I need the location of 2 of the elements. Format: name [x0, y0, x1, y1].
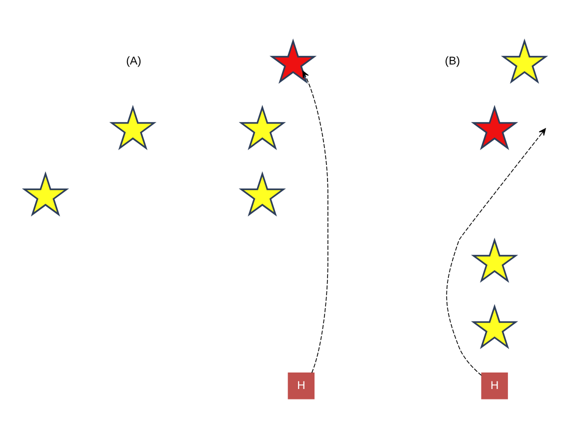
- label: (B): [444, 54, 460, 67]
- label: (A): [126, 54, 142, 67]
